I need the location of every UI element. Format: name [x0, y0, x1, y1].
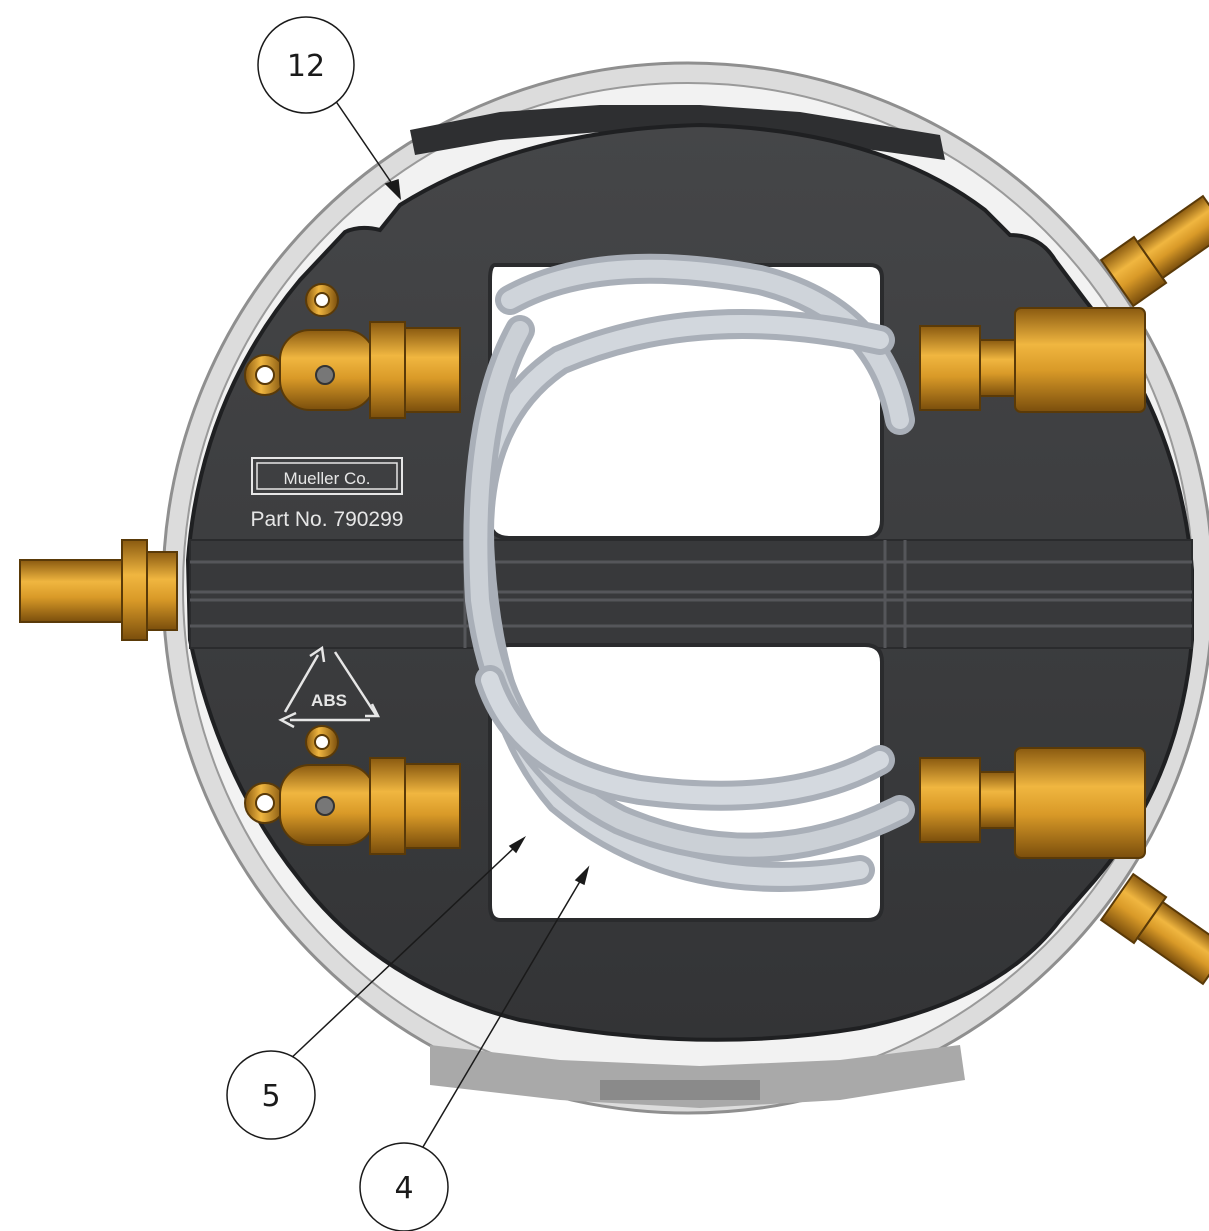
ring-slot-bottom-inner: [600, 1080, 760, 1100]
meter-coupling-lower-right: [919, 747, 1146, 859]
callout-label: 12: [287, 49, 325, 84]
callout-5: 5: [226, 1050, 316, 1140]
curb-valve-lower-left: [244, 725, 461, 855]
outlet-fitting-upper-right: [1099, 194, 1209, 308]
callout-label: 5: [261, 1079, 280, 1114]
leader-lines: [286, 99, 590, 1153]
meter-coupling-upper-right: [919, 307, 1146, 413]
hose-coil: [463, 253, 915, 892]
part-number: Part No. 790299: [251, 508, 404, 531]
callout-4: 4: [359, 1142, 449, 1231]
brand-box-inner: [256, 462, 398, 490]
brand-label: Mueller Co.: [284, 469, 371, 488]
recycle-triangle: [278, 645, 381, 729]
brand-box: [251, 457, 403, 495]
curb-valve-upper-left: [244, 283, 461, 419]
ring-slot-top: [410, 105, 945, 160]
cross-bar: [189, 539, 1193, 649]
ring-slot-bottom: [430, 1045, 965, 1108]
callout-label: 4: [394, 1171, 413, 1206]
material-label: ABS: [311, 691, 347, 710]
inlet-fitting-left: [19, 539, 178, 641]
callout-12: 12: [257, 16, 355, 114]
outlet-fitting-lower-right: [1099, 872, 1209, 986]
